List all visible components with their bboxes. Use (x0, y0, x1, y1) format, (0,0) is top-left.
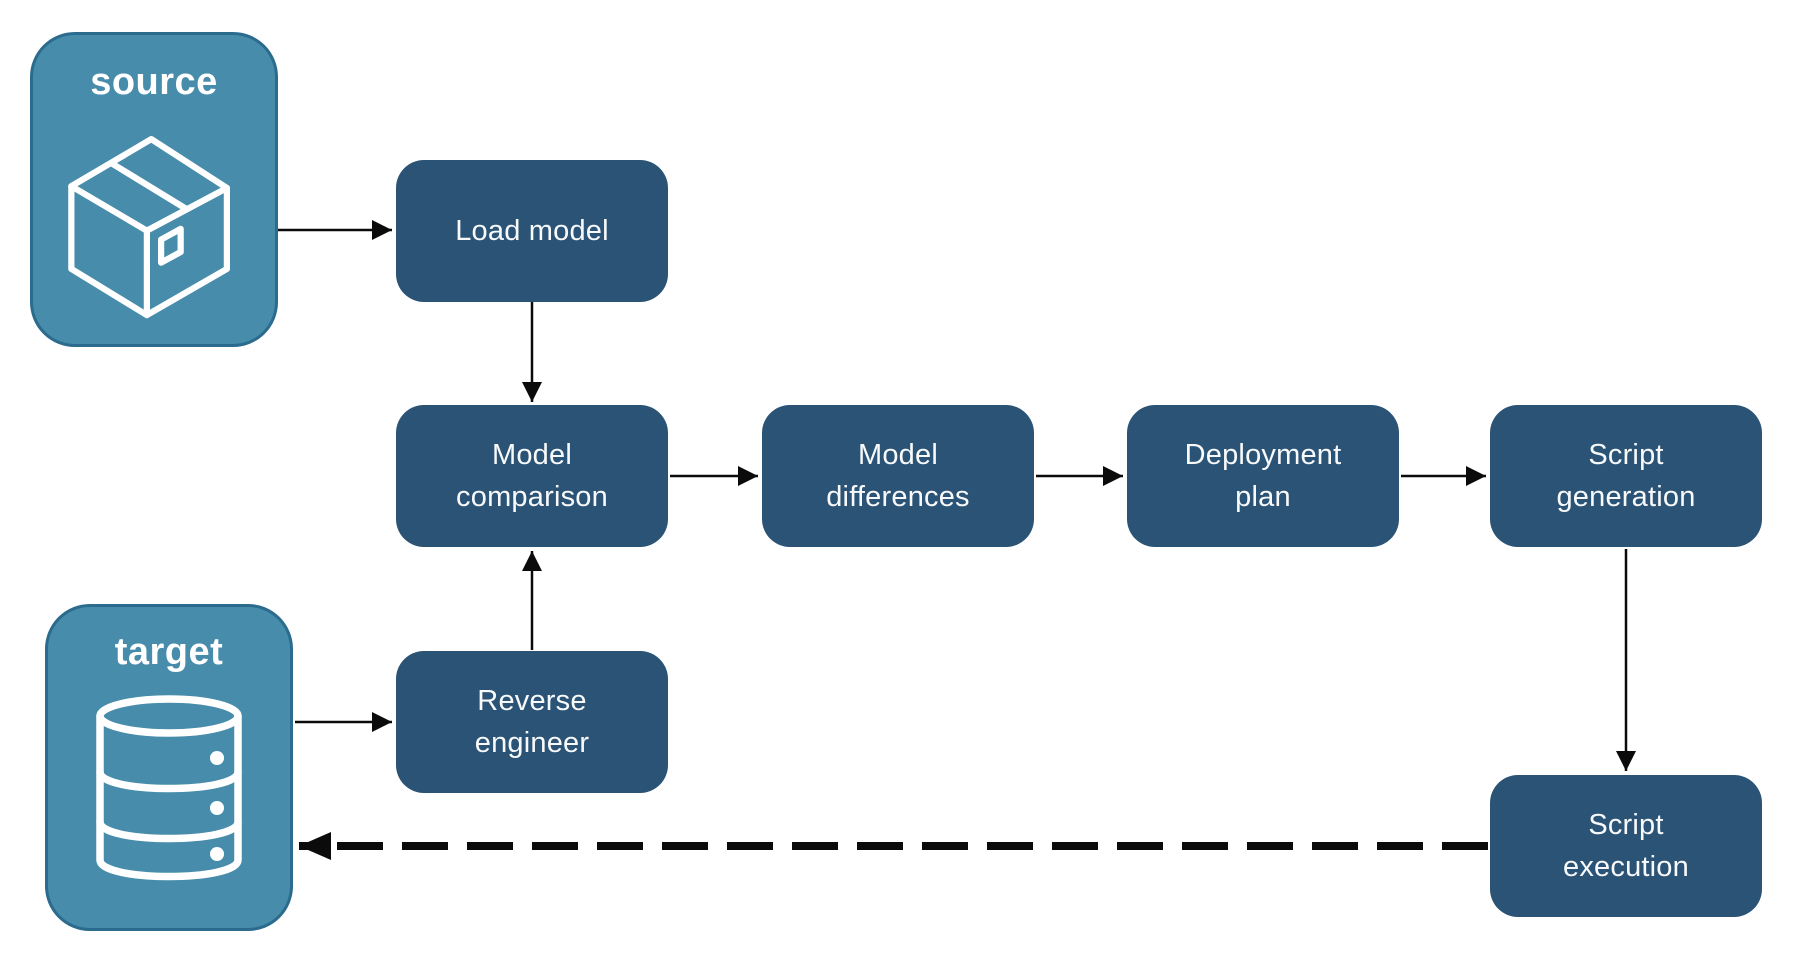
node-script-execution-label: Script execution (1563, 808, 1689, 883)
endpoint-source: source (30, 32, 278, 347)
node-script-execution: Script execution (1490, 775, 1762, 917)
package-icon (68, 136, 230, 319)
node-reverse-engineer: Reverse engineer (396, 651, 668, 793)
target-label: target (114, 631, 224, 673)
node-model-differences-label: Model differences (826, 438, 970, 513)
database-icon (96, 695, 242, 881)
endpoint-target: target (45, 604, 293, 931)
node-script-generation: Script generation (1490, 405, 1762, 547)
node-model-comparison: Model comparison (396, 405, 668, 547)
node-load-model-label: Load model (455, 214, 609, 247)
node-script-generation-label: Script generation (1556, 438, 1696, 513)
node-model-differences: Model differences (762, 405, 1034, 547)
node-reverse-engineer-label: Reverse engineer (474, 684, 590, 759)
node-model-comparison-label: Model comparison (456, 438, 608, 513)
node-deployment-plan: Deployment plan (1127, 405, 1399, 547)
source-label: source (90, 61, 218, 103)
node-deployment-plan-label: Deployment plan (1184, 438, 1342, 513)
node-load-model: Load model (396, 160, 668, 302)
